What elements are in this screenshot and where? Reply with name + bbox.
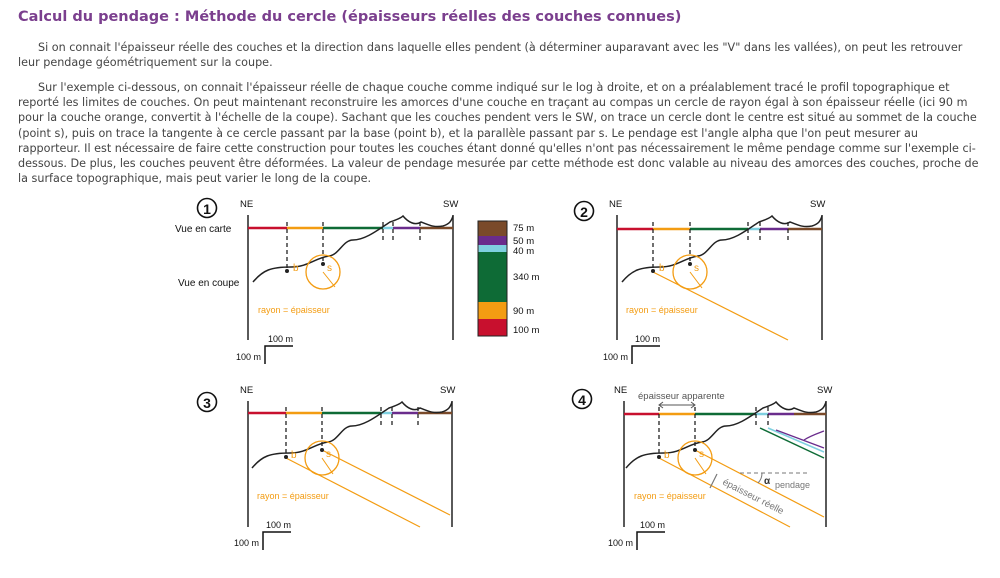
vue-en-coupe-label: Vue en coupe — [178, 278, 240, 289]
step-2-number: 2 — [580, 204, 588, 220]
sw-label: SW — [810, 199, 825, 210]
epaisseur-apparente-label: épaisseur apparente — [638, 391, 725, 402]
point-s-label: s — [327, 263, 332, 274]
intro-paragraph: Si on connait l'épaisseur réelle des cou… — [18, 41, 963, 70]
point-b-label: b — [664, 450, 670, 461]
ne-label: NE — [240, 199, 253, 210]
scale-v-label: 100 m — [603, 352, 628, 362]
stratigraphic-log: 75 m 50 m 40 m 340 m 90 m 100 m — [477, 220, 539, 337]
alpha-label: α — [764, 476, 771, 487]
scale-v-label: 100 m — [236, 352, 261, 362]
log-label-100: 100 m — [513, 325, 539, 336]
sw-label: SW — [440, 385, 455, 396]
ne-label: NE — [609, 199, 622, 210]
page-title: Calcul du pendage : Méthode du cercle (é… — [18, 9, 682, 25]
scale-v-label: 100 m — [234, 538, 259, 548]
pendage-label: pendage — [775, 480, 810, 490]
scale-h-label: 100 m — [635, 334, 660, 344]
sw-label: SW — [817, 385, 832, 396]
ne-label: NE — [614, 385, 627, 396]
step-4-number: 4 — [578, 392, 586, 408]
panel-3: 3 NE SW b s rayon = épaisseur 100 m 100 … — [196, 385, 455, 550]
rayon-label: rayon = épaisseur — [258, 305, 330, 315]
step-1-badge — [196, 197, 218, 219]
point-s-label: s — [694, 263, 699, 274]
method-paragraph: Sur l'exemple ci-dessous, on connait l'é… — [18, 81, 979, 186]
scale-h-label: 100 m — [268, 334, 293, 344]
panel-1: 1 NE SW Vue en carte Vue en coupe b s ra… — [175, 197, 458, 364]
point-b-label: b — [293, 263, 299, 274]
panel-4: 4 NE SW épaisseur apparente épaisseu — [571, 385, 832, 550]
rayon-label: rayon = épaisseur — [626, 305, 698, 315]
ne-label: NE — [240, 385, 253, 396]
point-b-label: b — [659, 263, 665, 274]
scale-h-label: 100 m — [266, 520, 291, 530]
log-label-75: 75 m — [513, 223, 534, 234]
scale-h-label: 100 m — [640, 520, 665, 530]
rayon-label: rayon = épaisseur — [257, 491, 329, 501]
vue-en-carte-label: Vue en carte — [175, 224, 232, 235]
point-s-label: s — [326, 449, 331, 460]
log-label-90: 90 m — [513, 306, 534, 317]
sw-label: SW — [443, 199, 458, 210]
rayon-label: rayon = épaisseur — [634, 491, 706, 501]
point-s-label: s — [699, 449, 704, 460]
log-label-340: 340 m — [513, 272, 539, 283]
step-1-number: 1 — [203, 201, 211, 217]
log-label-50: 50 m — [513, 236, 534, 247]
point-b-label: b — [291, 450, 297, 461]
panel-2: 2 NE SW b s rayon = épaisseur 100 m 100 … — [573, 199, 825, 364]
scale-v-label: 100 m — [608, 538, 633, 548]
step-3-number: 3 — [203, 395, 211, 411]
log-label-40: 40 m — [513, 246, 534, 257]
